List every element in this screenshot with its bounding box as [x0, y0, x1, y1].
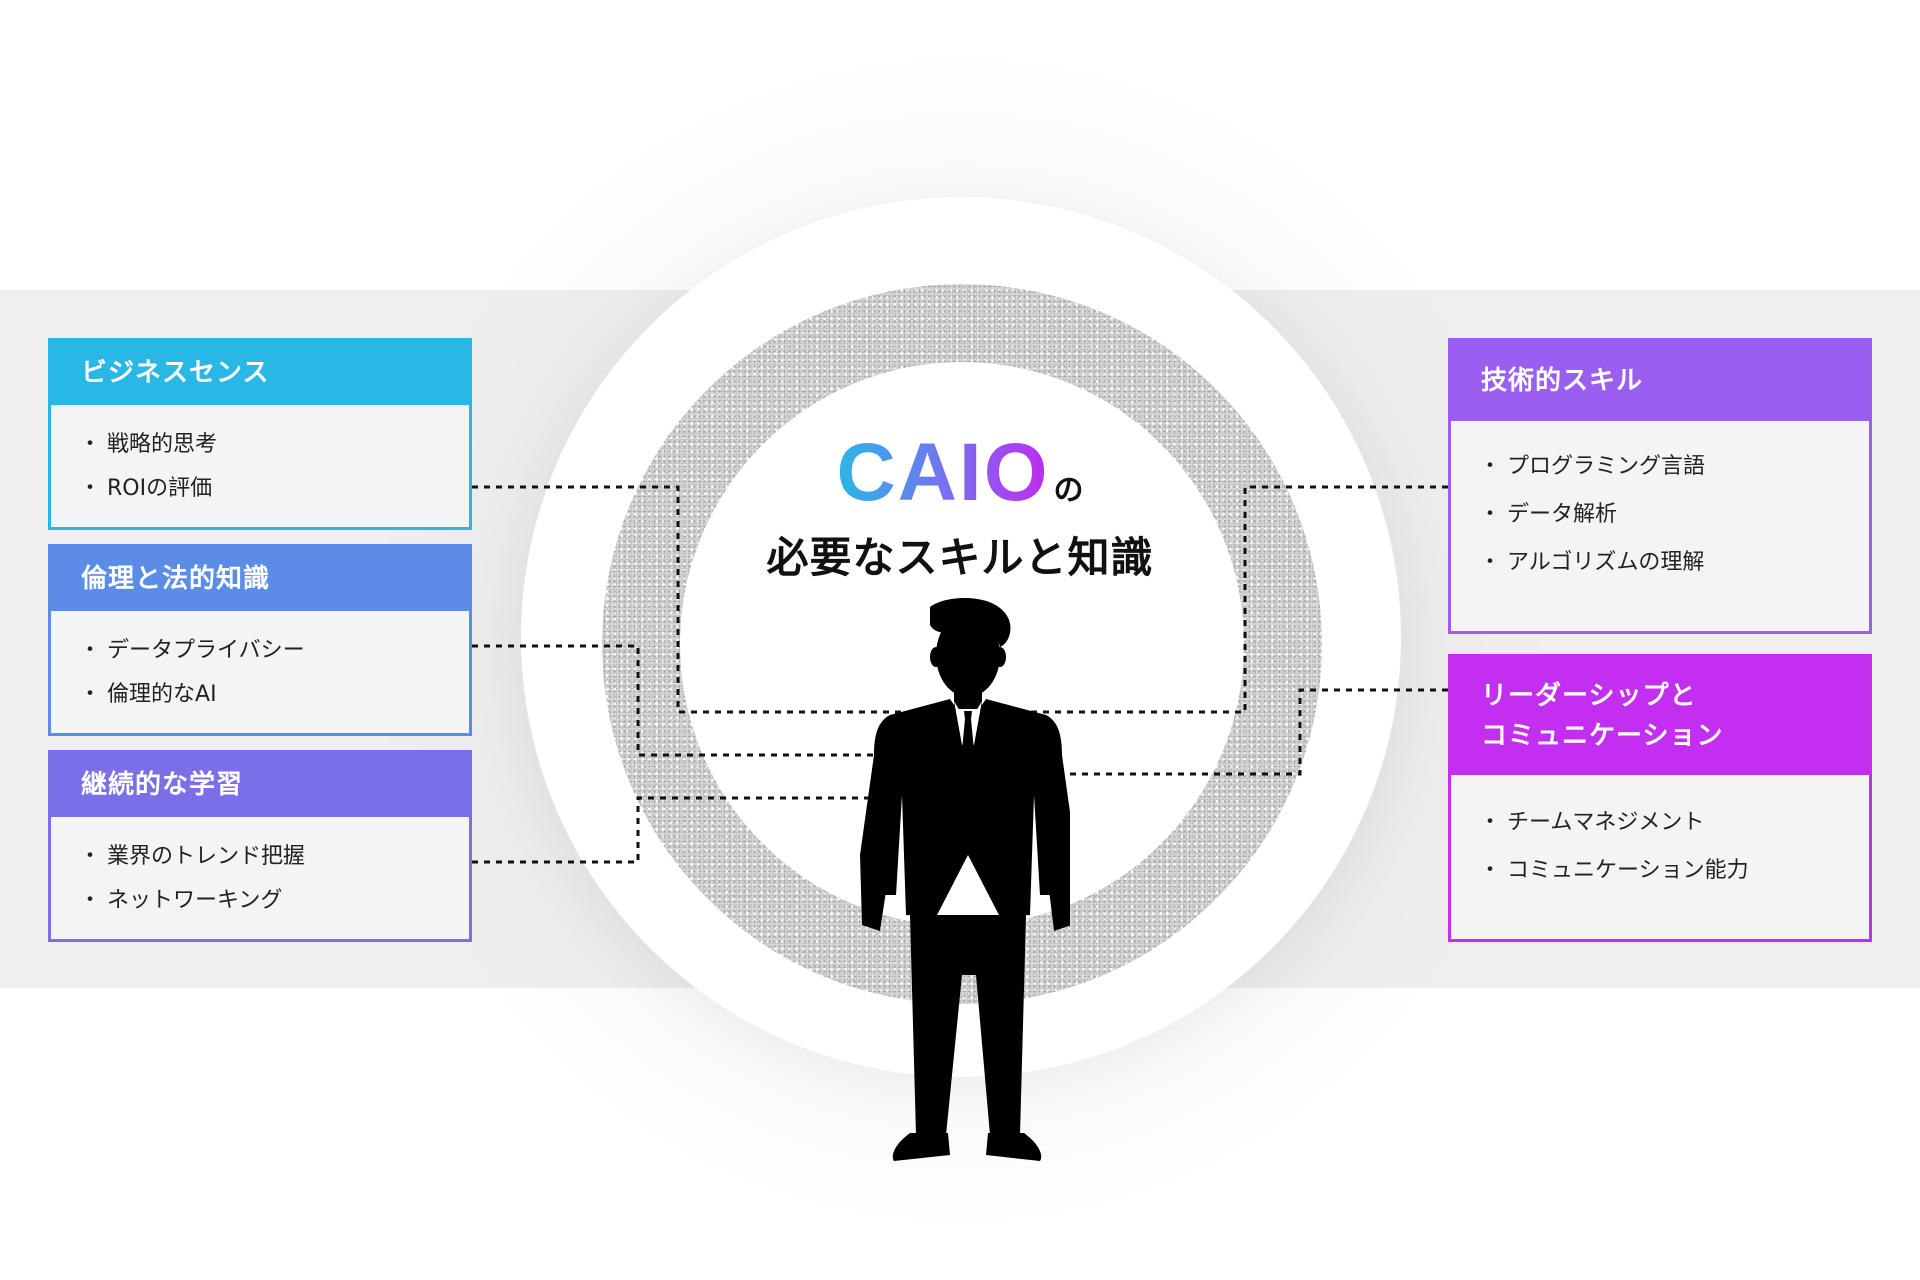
card-body: ・データプライバシー ・倫理的なAI: [51, 611, 469, 717]
list-item: ・業界のトレンド把握: [79, 835, 441, 879]
bullet-icon: ・: [1479, 858, 1502, 883]
item-text: プログラミング言語: [1507, 454, 1706, 479]
card-header: 倫理と法的知識: [51, 547, 469, 611]
connector-learning: [472, 796, 880, 864]
card-header: リーダーシップと コミュニケーション: [1451, 657, 1869, 775]
card-header: ビジネスセンス: [51, 341, 469, 405]
card-body: ・プログラミング言語 ・データ解析 ・アルゴリズムの理解: [1451, 421, 1869, 587]
list-item: ・戦略的思考: [79, 423, 441, 467]
item-text: チームマネジメント: [1507, 810, 1705, 835]
card-technical-skills: 技術的スキル ・プログラミング言語 ・データ解析 ・アルゴリズムの理解: [1448, 338, 1872, 634]
bullet-icon: ・: [79, 432, 102, 457]
connector-leadership: [1040, 688, 1448, 776]
card-business: ビジネスセンス ・戦略的思考 ・ROIの評価: [48, 338, 472, 530]
card-title: リーダーシップと コミュニケーション: [1481, 681, 1724, 751]
card-title: 倫理と法的知識: [81, 564, 271, 594]
bullet-icon: ・: [79, 888, 102, 913]
list-item: ・アルゴリズムの理解: [1479, 539, 1841, 587]
card-continuous-learning: 継続的な学習 ・業界のトレンド把握 ・ネットワーキング: [48, 750, 472, 942]
caio-particle: の: [1053, 473, 1084, 508]
bullet-icon: ・: [79, 682, 102, 707]
item-text: データ解析: [1507, 502, 1618, 527]
card-header: 技術的スキル: [1451, 341, 1869, 421]
card-title: 継続的な学習: [81, 770, 244, 800]
list-item: ・コミュニケーション能力: [1479, 847, 1841, 895]
bullet-icon: ・: [1479, 810, 1502, 835]
businessman-silhouette-icon: [860, 597, 1070, 1161]
card-body: ・戦略的思考 ・ROIの評価: [51, 405, 469, 511]
list-item: ・ROIの評価: [79, 467, 441, 511]
connector-business: [472, 485, 920, 714]
list-item: ・チームマネジメント: [1479, 799, 1841, 847]
item-text: 業界のトレンド把握: [107, 844, 306, 869]
card-body: ・チームマネジメント ・コミュニケーション能力: [1451, 775, 1869, 895]
connector-ethics: [472, 644, 900, 757]
item-text: ROIの評価: [107, 476, 213, 501]
item-text: アルゴリズムの理解: [1507, 550, 1705, 575]
item-text: 戦略的思考: [107, 432, 218, 457]
card-header: 継続的な学習: [51, 753, 469, 817]
item-text: データプライバシー: [107, 638, 305, 663]
center-subtitle: 必要なスキルと知識: [766, 533, 1154, 582]
list-item: ・データ解析: [1479, 491, 1841, 539]
item-text: コミュニケーション能力: [1507, 858, 1749, 883]
bullet-icon: ・: [79, 476, 102, 501]
bullet-icon: ・: [79, 638, 102, 663]
item-text: ネットワーキング: [107, 888, 283, 913]
list-item: ・ネットワーキング: [79, 879, 441, 923]
bullet-icon: ・: [1479, 502, 1502, 527]
card-ethics-legal: 倫理と法的知識 ・データプライバシー ・倫理的なAI: [48, 544, 472, 736]
bullet-icon: ・: [1479, 550, 1502, 575]
list-item: ・データプライバシー: [79, 629, 441, 673]
item-text: 倫理的なAI: [107, 682, 217, 707]
card-leadership-communication: リーダーシップと コミュニケーション ・チームマネジメント ・コミュニケーション…: [1448, 654, 1872, 942]
list-item: ・プログラミング言語: [1479, 443, 1841, 491]
bullet-icon: ・: [1479, 454, 1502, 479]
connector-technical: [1030, 485, 1448, 714]
card-body: ・業界のトレンド把握 ・ネットワーキング: [51, 817, 469, 923]
card-title: ビジネスセンス: [81, 358, 270, 388]
list-item: ・倫理的なAI: [79, 673, 441, 717]
card-title: 技術的スキル: [1481, 366, 1644, 396]
caio-title: CAIO: [836, 427, 1050, 518]
bullet-icon: ・: [79, 844, 102, 869]
